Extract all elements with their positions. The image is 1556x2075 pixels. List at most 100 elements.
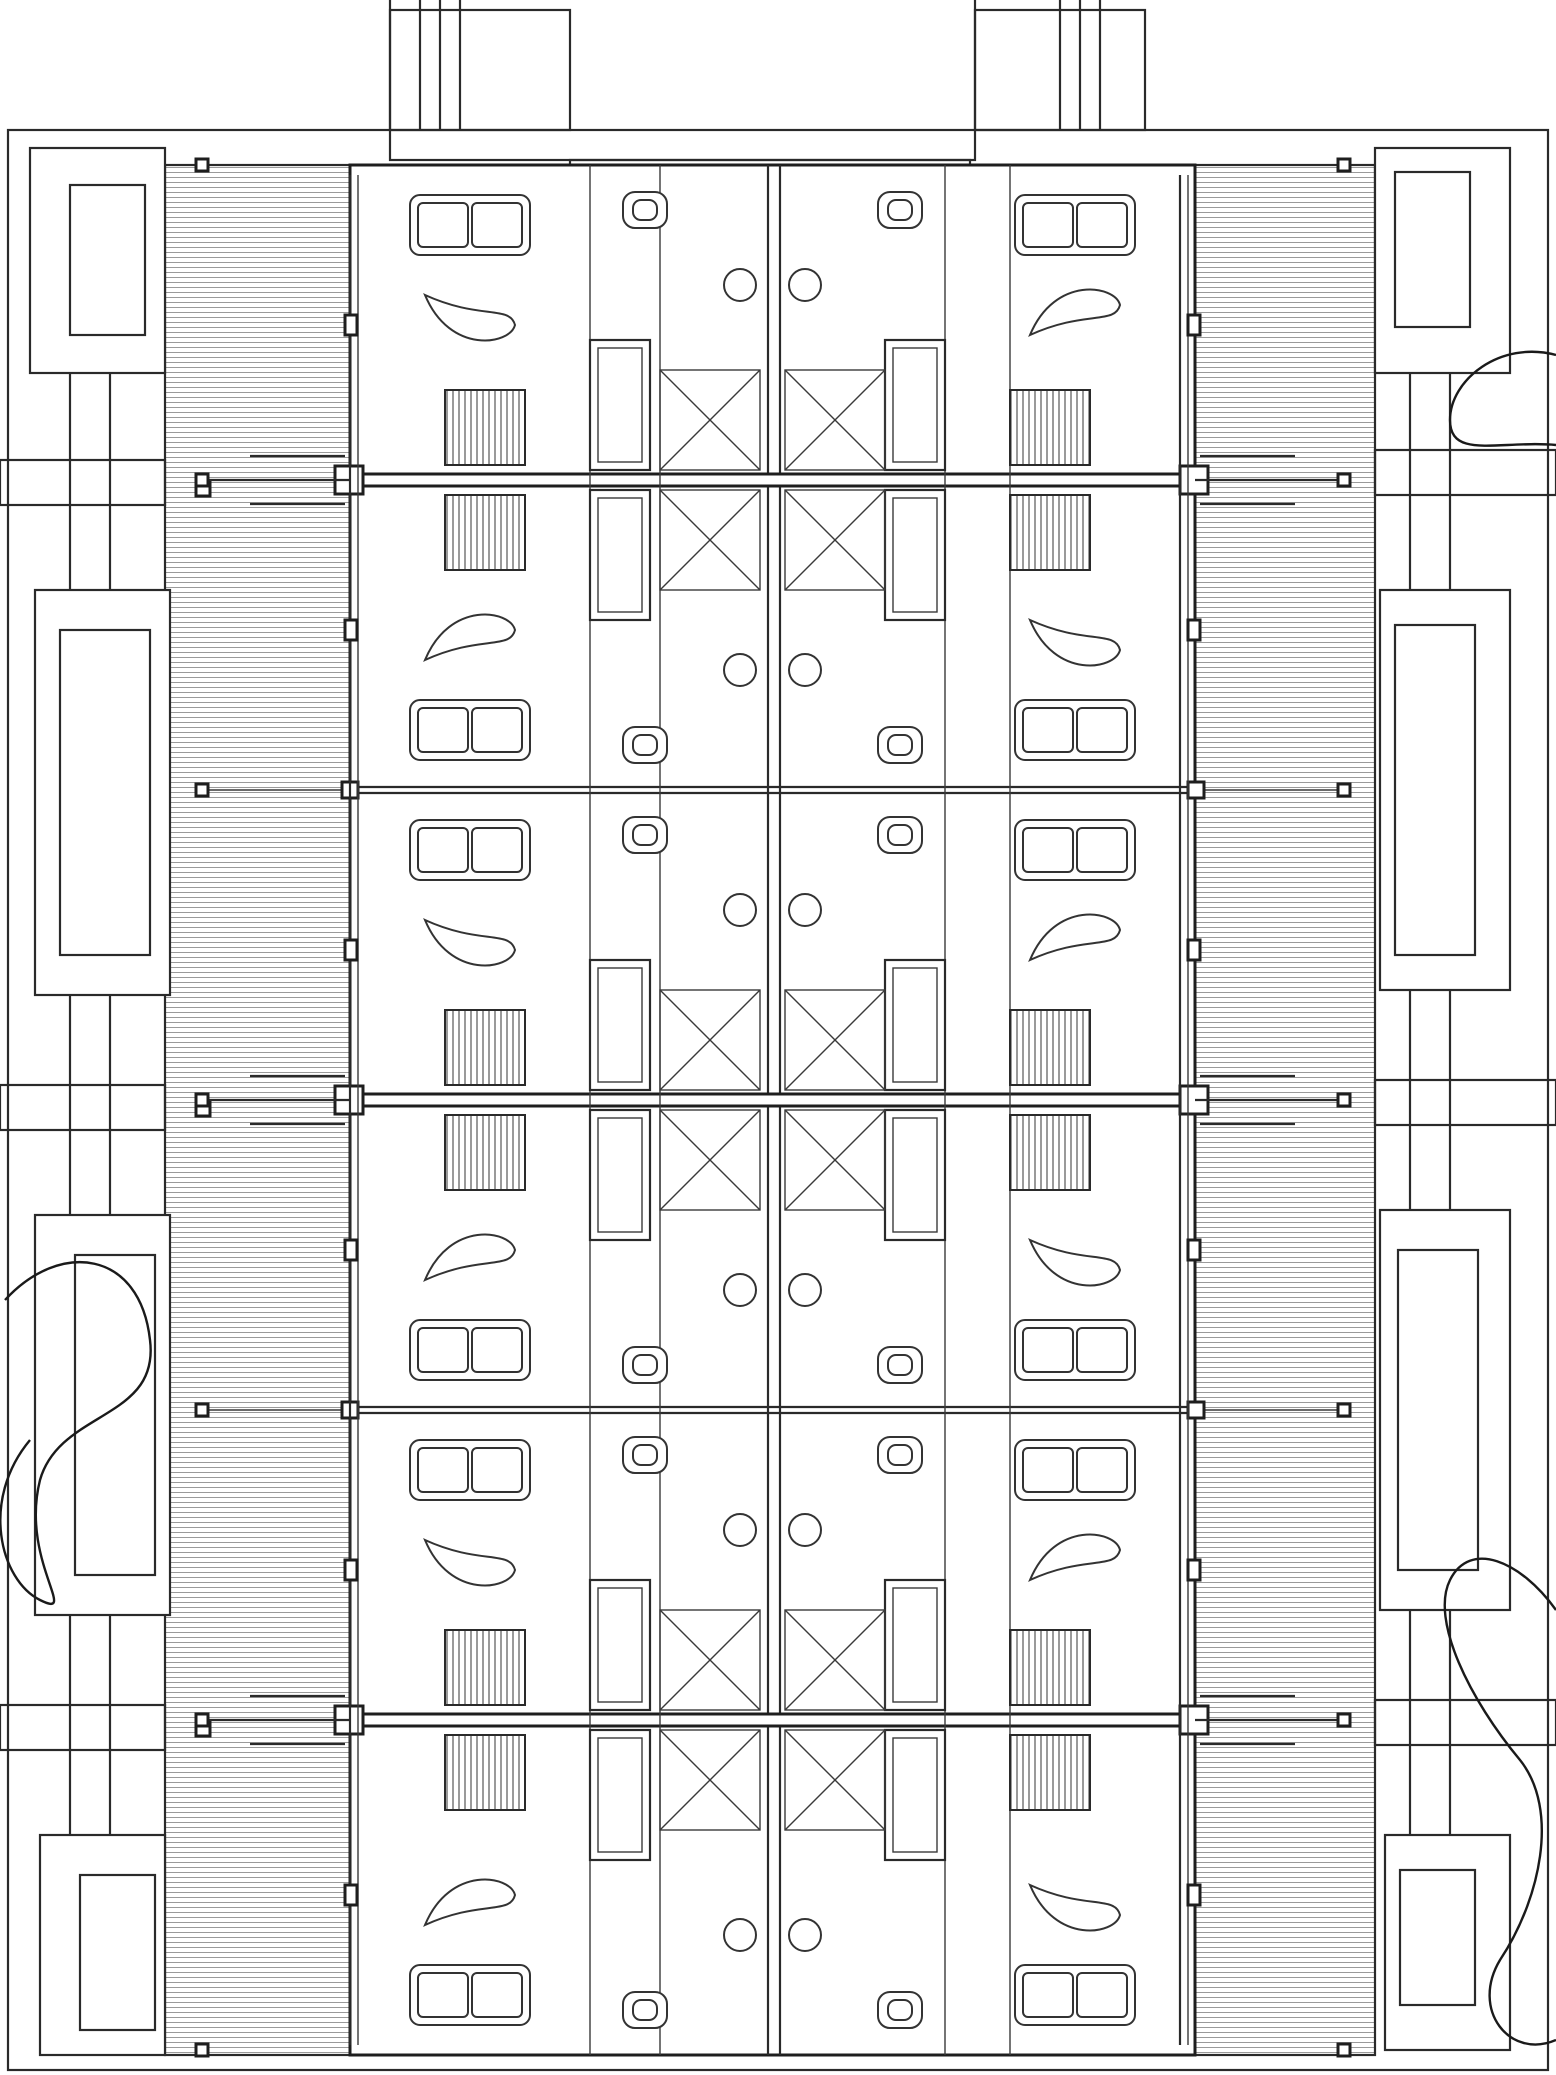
stair-hatch [444, 1629, 526, 1706]
kidney-bed-icon [423, 613, 517, 662]
sofa-icon [409, 819, 531, 881]
wall-stub [343, 1558, 359, 1582]
wardrobe-inner [892, 967, 938, 1083]
wardrobe [588, 338, 652, 472]
column [1336, 472, 1352, 488]
toilet-icon [877, 816, 923, 854]
basin-icon [723, 1513, 757, 1547]
toilet-icon [877, 191, 923, 229]
wardrobe [588, 1578, 652, 1712]
wardrobe [588, 1108, 652, 1242]
wardrobe-inner [597, 347, 643, 463]
kidney-bed-icon [1028, 913, 1122, 962]
plunge-pool [33, 588, 172, 997]
basin-icon [788, 1513, 822, 1547]
sofa-icon [1014, 1964, 1136, 2026]
toilet-icon [622, 191, 668, 229]
kidney-bed-icon [423, 293, 517, 342]
toilet-icon [622, 726, 668, 764]
shower-cross [784, 489, 886, 591]
column [194, 1092, 210, 1108]
basin-icon [723, 1918, 757, 1952]
unit-party-wall [348, 1092, 1197, 1108]
basin-icon [788, 268, 822, 302]
column [1336, 1092, 1352, 1108]
sofa-icon [1014, 699, 1136, 761]
wardrobe-inner [892, 497, 938, 613]
basin-icon [723, 268, 757, 302]
plunge-pool [1378, 1208, 1512, 1612]
wall-stub [343, 313, 359, 337]
stair-hatch [1009, 494, 1091, 571]
basin-icon [788, 1918, 822, 1952]
basin-icon [723, 1273, 757, 1307]
column [1336, 2042, 1352, 2058]
shower-cross [659, 1109, 761, 1211]
basin-icon [723, 653, 757, 687]
kidney-bed-icon [423, 1538, 517, 1587]
toilet-icon [622, 1991, 668, 2029]
column [194, 472, 210, 488]
unit-party-wall [348, 1712, 1197, 1728]
column [1336, 782, 1352, 798]
wall-stub [1186, 1883, 1202, 1907]
column [194, 782, 210, 798]
wardrobe [588, 958, 652, 1092]
wardrobe-inner [597, 497, 643, 613]
column [194, 2042, 210, 2058]
shower-cross [659, 489, 761, 591]
pools-left [28, 146, 172, 2057]
stair-hatch [444, 494, 526, 571]
wardrobe-inner [892, 1587, 938, 1703]
wall-stub [1186, 618, 1202, 642]
wardrobe-inner [597, 967, 643, 1083]
wall-stub [1186, 1238, 1202, 1262]
wardrobe-inner [597, 1737, 643, 1853]
basin-icon [788, 653, 822, 687]
sofa-icon [409, 1319, 531, 1381]
column [1336, 1712, 1352, 1728]
kidney-bed-icon [423, 918, 517, 967]
basin-icon [723, 893, 757, 927]
pools-right [1373, 146, 1512, 2052]
landscape-curves [0, 350, 1556, 2046]
sofa-icon [409, 194, 531, 256]
shower-cross [784, 1729, 886, 1831]
toilet-icon [877, 1991, 923, 2029]
guest-units [194, 157, 1352, 2058]
wall-stub [343, 1883, 359, 1907]
stair-hatch [1009, 1629, 1091, 1706]
sofa-icon [409, 1964, 531, 2026]
column [1186, 780, 1206, 800]
column [1336, 1402, 1352, 1418]
kidney-bed-icon [1028, 1533, 1122, 1582]
toilet-icon [622, 1346, 668, 1384]
sofa-icon [409, 699, 531, 761]
wardrobe-inner [892, 1117, 938, 1233]
wardrobe [588, 488, 652, 622]
shower-cross [784, 989, 886, 1091]
sofa-icon [409, 1439, 531, 1501]
wall-stub [1186, 313, 1202, 337]
toilet-icon [877, 1436, 923, 1474]
column [194, 1712, 210, 1728]
column [194, 157, 210, 173]
wall-stub [1186, 938, 1202, 962]
stair-hatch [1009, 1009, 1091, 1086]
kidney-bed-icon [423, 1233, 517, 1282]
deck-right [1193, 163, 1377, 2057]
wardrobe-inner [892, 1737, 938, 1853]
column [194, 1402, 210, 1418]
entry-structure [388, 0, 1147, 184]
stair-hatch [1009, 389, 1091, 466]
wardrobe-inner [597, 1117, 643, 1233]
stair-hatch [444, 1114, 526, 1191]
sofa-icon [1014, 819, 1136, 881]
outer-walkways [0, 373, 1556, 1835]
shower-cross [659, 1609, 761, 1711]
wardrobe-inner [597, 1587, 643, 1703]
basin-icon [788, 1273, 822, 1307]
plunge-pool [1378, 588, 1512, 992]
stair-hatch [444, 1734, 526, 1811]
